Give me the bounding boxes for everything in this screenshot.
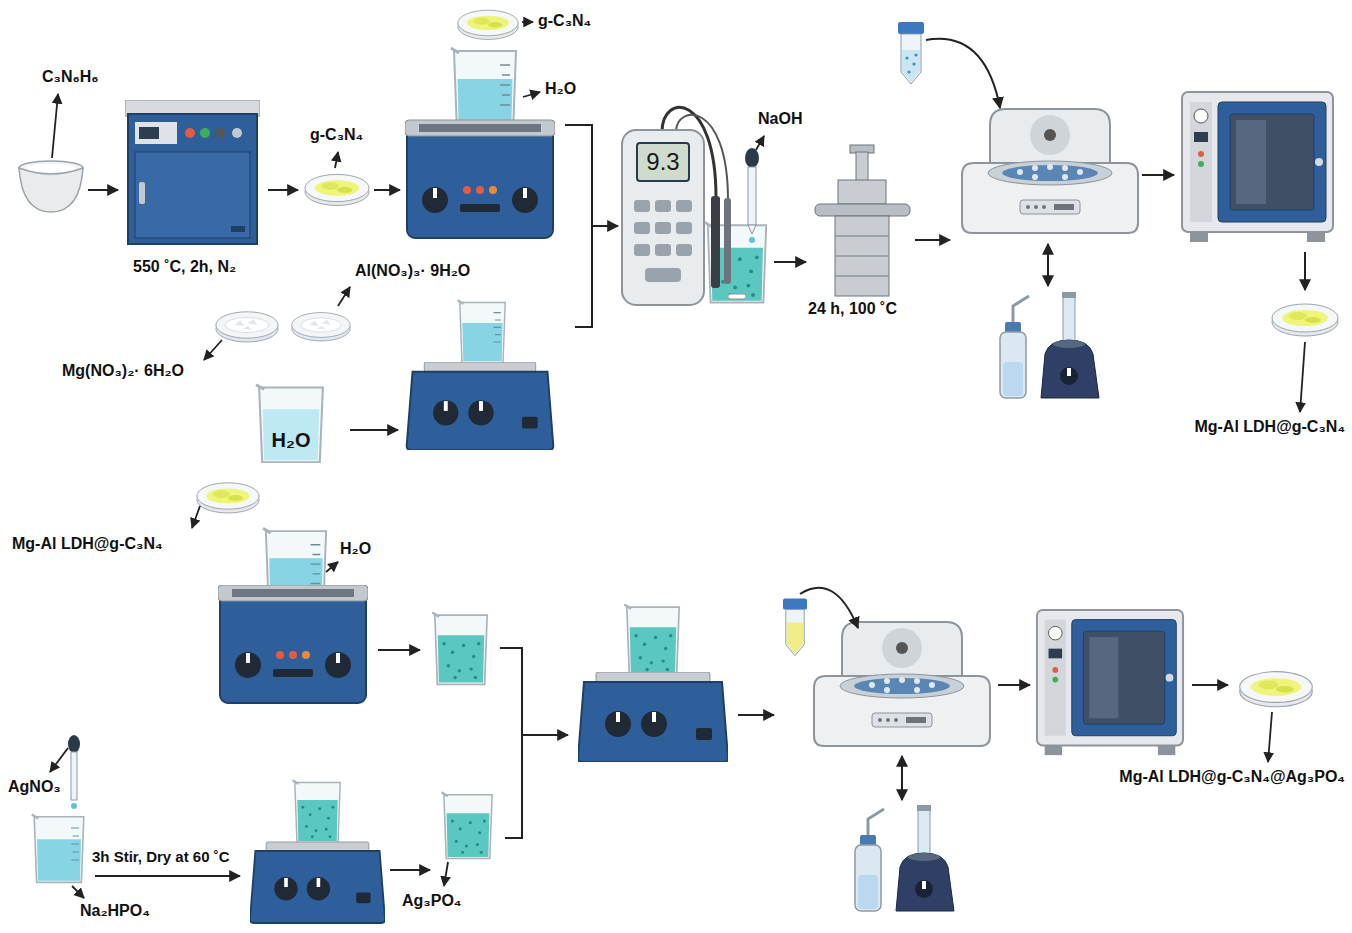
text-label: g-C₃N₄ [538, 12, 591, 30]
text-label: Mg-Al LDH@g-C₃N₄ [1194, 418, 1345, 436]
leader-arrows [50, 22, 1305, 898]
wash-bottle-vortex [1000, 292, 1099, 398]
centrifuge-tube [783, 598, 807, 655]
beaker-text: H₂O [272, 429, 311, 452]
salt-dish [216, 312, 278, 342]
petri-dish [305, 174, 369, 205]
text-label: AgNO₃ [8, 778, 61, 796]
ph-meter [622, 107, 728, 305]
label-holder: Ag₃PO₄ [402, 892, 461, 910]
ultrasonic-bath [405, 120, 555, 238]
text-label: C₃N₆H₆ [42, 68, 99, 86]
product-dish [1272, 304, 1338, 336]
beaker [442, 792, 493, 858]
display-reading: 9.3 [646, 148, 679, 176]
text-label: Mg-Al LDH@g-C₃N₄@Ag₃PO₄ [1119, 768, 1345, 786]
label-holder: Na₂HPO₄ [80, 902, 150, 920]
text-label: Mg(NO₃)₂· 6H₂O [62, 362, 184, 380]
label-holder: H₂O [340, 540, 371, 558]
centrifuge-tube [898, 22, 924, 84]
ph-display: 9.3 [636, 142, 690, 182]
furnace [125, 100, 260, 244]
mortar-bowl [19, 161, 83, 212]
beaker [293, 780, 341, 842]
dropper [745, 148, 759, 243]
petri-dish [458, 10, 518, 39]
label-holder: 550 ˚C, 2h, N₂ [133, 258, 236, 276]
label-holder: Mg-Al LDH@g-C₃N₄ [1194, 418, 1345, 436]
text-label: g-C₃N₄ [310, 126, 363, 144]
product-dish [1240, 672, 1313, 707]
ultrasonic-bath [218, 585, 368, 703]
text-label: Al(NO₃)₃· 9H₂O [355, 262, 470, 280]
vacuum-oven [1037, 610, 1183, 755]
product-dish [197, 483, 259, 513]
magnetic-stirrer [250, 842, 385, 923]
centrifuge [962, 109, 1138, 233]
beaker [32, 814, 84, 882]
beaker [624, 605, 679, 677]
flow-arrows [88, 39, 1305, 876]
label-holder: Al(NO₃)₃· 9H₂O [355, 262, 470, 280]
salt-dish [292, 313, 350, 341]
label-holder: C₃N₆H₆ [42, 68, 99, 86]
text-label: Na₂HPO₄ [80, 902, 150, 920]
text-label: Ag₃PO₄ [402, 892, 461, 910]
dropper [68, 735, 80, 809]
autoclave [815, 145, 910, 296]
label-holder: g-C₃N₄ [310, 126, 363, 144]
text-label: 24 h, 100 ˚C [808, 300, 897, 318]
beaker [458, 300, 506, 362]
label-holder: NaOH [758, 110, 802, 128]
label-holder: H₂O [545, 80, 576, 98]
beaker-outline [255, 382, 327, 464]
label-holder: Mg-Al LDH@g-C₃N₄@Ag₃PO₄ [1119, 768, 1345, 786]
wash-bottle-vortex [855, 805, 954, 911]
text-label: 550 ˚C, 2h, N₂ [133, 258, 236, 276]
text-label: H₂O [545, 80, 576, 98]
water-beaker: H₂O [255, 382, 327, 464]
magnetic-stirrer [578, 672, 728, 762]
electrode [711, 196, 746, 299]
label-holder: Mg-Al LDH@g-C₃N₄ [12, 535, 163, 553]
label-holder: AgNO₃ [8, 778, 61, 796]
text-label: H₂O [340, 540, 371, 558]
label-holder: 3h Stir, Dry at 60 ˚C [92, 848, 230, 865]
vacuum-oven [1182, 92, 1333, 242]
centrifuge [814, 622, 990, 746]
label-holder: 24 h, 100 ˚C [808, 300, 897, 318]
beaker [432, 613, 487, 685]
text-label: Mg-Al LDH@g-C₃N₄ [12, 535, 163, 553]
text-label: NaOH [758, 110, 802, 128]
magnetic-stirrer [407, 362, 554, 450]
text-label: 3h Stir, Dry at 60 ˚C [92, 848, 230, 865]
label-holder: Mg(NO₃)₂· 6H₂O [62, 362, 184, 380]
label-holder: g-C₃N₄ [538, 12, 591, 30]
